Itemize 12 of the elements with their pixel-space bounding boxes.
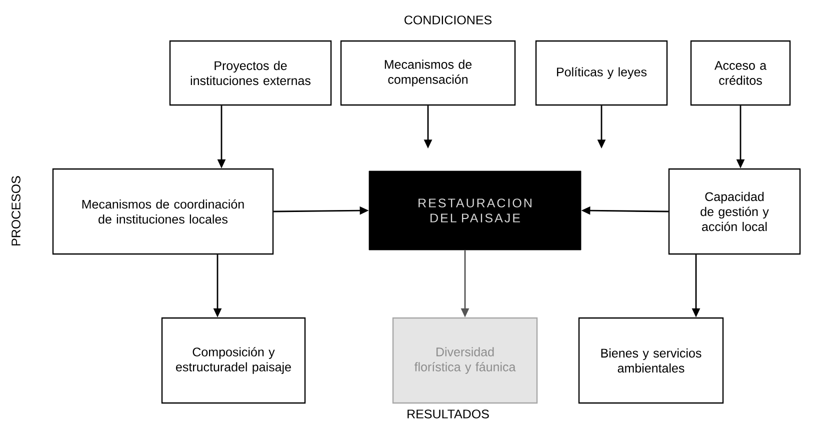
process-box: Proyectos de instituciones externas (169, 40, 332, 106)
result-box: Diversidad florística y fáunica (392, 317, 538, 404)
process-box: Mecanismos de compensación (340, 40, 516, 106)
central-box: RESTAURACION DEL PAISAJE (368, 170, 582, 250)
process-box: Acceso a créditos (690, 40, 791, 106)
process-box: Mecanismos de coordinación de instituciones locales (52, 168, 274, 255)
process-box: Políticas y leyes (535, 40, 668, 106)
result-box: Bienes y servicios ambientales (578, 317, 724, 404)
section-label: PROCESOS (12, 176, 20, 246)
process-box: Composición y estructuradel paisaje (161, 317, 306, 404)
process-box: Capacidad de gestión y acción local (668, 168, 801, 255)
section-label: CONDICIONES (404, 16, 492, 24)
